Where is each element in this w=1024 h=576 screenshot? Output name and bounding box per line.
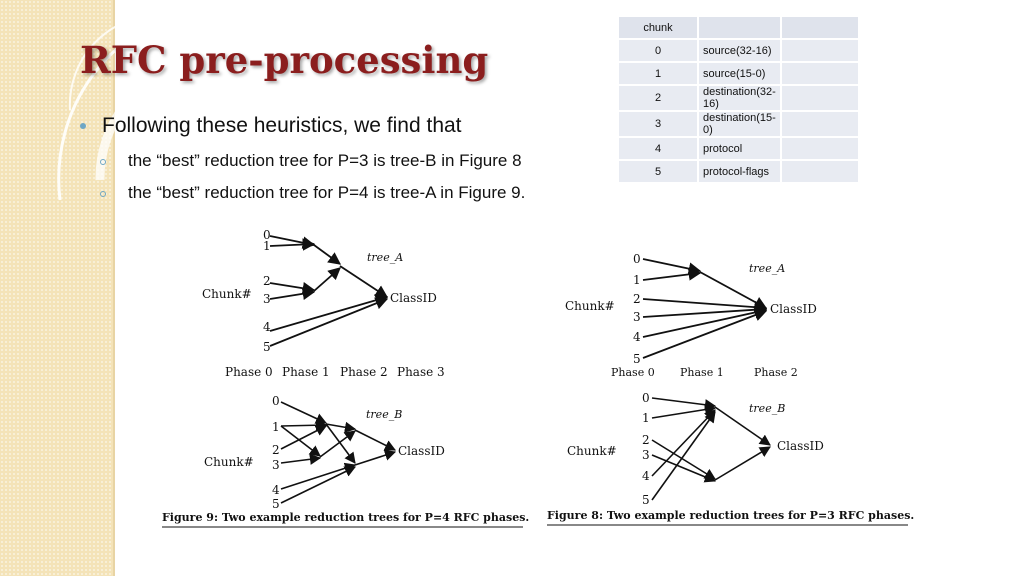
fig9a-chunk-label: Chunk#	[202, 287, 252, 301]
fig9a-chunk-0: 0	[263, 228, 271, 242]
fig9-tree-a-label: tree_A	[367, 251, 403, 264]
sub-bullet-ring-icon	[100, 158, 106, 165]
fig8a-chunk-1: 1	[633, 273, 641, 287]
table-cell	[781, 161, 858, 182]
table-header-cell	[699, 17, 780, 38]
sub-bullet-text: the “best” reduction tree for P=3 is tre…	[128, 151, 522, 170]
table-cell: 3	[619, 112, 697, 136]
table-cell: protocol	[699, 138, 780, 159]
table-cell: destination(15-0)	[699, 112, 780, 136]
sub-bullet-item: the “best” reduction tree for P=3 is tre…	[100, 151, 522, 171]
figure9-tree-a	[269, 235, 389, 347]
fig8b-chunk-1: 1	[642, 411, 650, 425]
fig8b-chunk-3: 3	[642, 448, 650, 462]
fig9b-chunk-0: 0	[272, 394, 280, 408]
fig9b-chunk-3: 3	[272, 458, 280, 472]
fig9b-chunk-4: 4	[272, 483, 280, 497]
table-cell: source(32-16)	[699, 40, 780, 61]
fig9a-chunk-1: 1	[263, 239, 271, 253]
fig8a-chunk-5: 5	[633, 352, 641, 366]
fig9-phase-3: Phase 3	[397, 365, 445, 379]
fig8a-chunk-label: Chunk#	[565, 299, 615, 313]
fig9b-chunk-label: Chunk#	[204, 455, 254, 469]
ring-arc-inner	[68, 13, 161, 111]
fig8-phase-1: Phase 1	[680, 366, 724, 379]
fig9b-class-label: ClassID	[398, 444, 445, 458]
fig8a-chunk-2: 2	[633, 292, 641, 306]
figure8-caption: Figure 8: Two example reduction trees fo…	[547, 509, 914, 522]
fig8b-chunk-5: 5	[642, 493, 650, 507]
decorative-rings	[57, 3, 216, 201]
table-cell: 2	[619, 86, 697, 110]
fig9-tree-b-label: tree_B	[366, 408, 402, 421]
decorative-sidebar-band	[0, 0, 113, 576]
figure8-tree-a	[642, 258, 768, 359]
sub-bullet-item: the “best” reduction tree for P=4 is tre…	[100, 183, 525, 203]
table-cell: destination(32-16)	[699, 86, 780, 110]
fig9a-chunk-4: 4	[263, 320, 271, 334]
bullet-item: Following these heuristics, we find that	[80, 114, 462, 138]
fig8a-chunk-0: 0	[633, 252, 641, 266]
fig9a-chunk-3: 3	[263, 292, 271, 306]
table-cell: 5	[619, 161, 697, 182]
table-header-cell: chunk	[619, 17, 697, 38]
fig9a-chunk-2: 2	[263, 274, 271, 288]
fig8b-chunk-label: Chunk#	[567, 444, 617, 458]
fig8b-chunk-2: 2	[642, 433, 650, 447]
sub-bullet-text: the “best” reduction tree for P=4 is tre…	[128, 183, 526, 202]
fig8b-chunk-4: 4	[642, 469, 650, 483]
fig9-phase-1: Phase 1	[282, 365, 330, 379]
table-cell: 0	[619, 40, 697, 61]
fig8a-chunk-4: 4	[633, 330, 641, 344]
fig9a-class-label: ClassID	[390, 291, 437, 305]
fig9b-chunk-1: 1	[272, 420, 280, 434]
table-header-cell	[781, 17, 858, 38]
fig9b-chunk-2: 2	[272, 443, 280, 457]
ring-arc-thick	[95, 55, 201, 181]
fig8-phase-2: Phase 2	[754, 366, 798, 379]
table-cell	[781, 86, 858, 110]
fig8a-chunk-3: 3	[633, 310, 641, 324]
fig9-phase-2: Phase 2	[340, 365, 388, 379]
table-header-row: chunk	[619, 17, 858, 38]
fig9a-chunk-5: 5	[263, 340, 271, 354]
table-cell	[781, 40, 858, 61]
figure9-caption: Figure 9: Two example reduction trees fo…	[162, 511, 529, 524]
bullet-text: Following these heuristics, we find that	[102, 114, 462, 137]
fig8a-class-label: ClassID	[770, 302, 817, 316]
fig8b-class-label: ClassID	[777, 439, 824, 453]
sub-bullet-ring-icon	[100, 190, 106, 197]
ring-arc-outer	[57, 3, 216, 201]
table-cell	[781, 63, 858, 84]
sidebar-edge	[113, 0, 115, 576]
table-cell	[781, 112, 858, 136]
fig8-tree-a-label: tree_A	[749, 262, 785, 275]
table-cell: 4	[619, 138, 697, 159]
table-cell: 1	[619, 63, 697, 84]
fig9b-chunk-5: 5	[272, 497, 280, 511]
fig8-tree-b-label: tree_B	[749, 402, 785, 415]
figure9-tree-b	[280, 401, 397, 504]
fig8b-chunk-0: 0	[642, 391, 650, 405]
fig9-phase-0: Phase 0	[225, 365, 273, 379]
slide-title: RFC pre-processing	[80, 38, 489, 82]
table-cell	[781, 138, 858, 159]
figure8-tree-b	[651, 397, 771, 501]
table-cell: source(15-0)	[699, 63, 780, 84]
bullet-dot-icon	[80, 123, 86, 130]
table-cell: protocol-flags	[699, 161, 780, 182]
fig8-phase-0: Phase 0	[611, 366, 655, 379]
